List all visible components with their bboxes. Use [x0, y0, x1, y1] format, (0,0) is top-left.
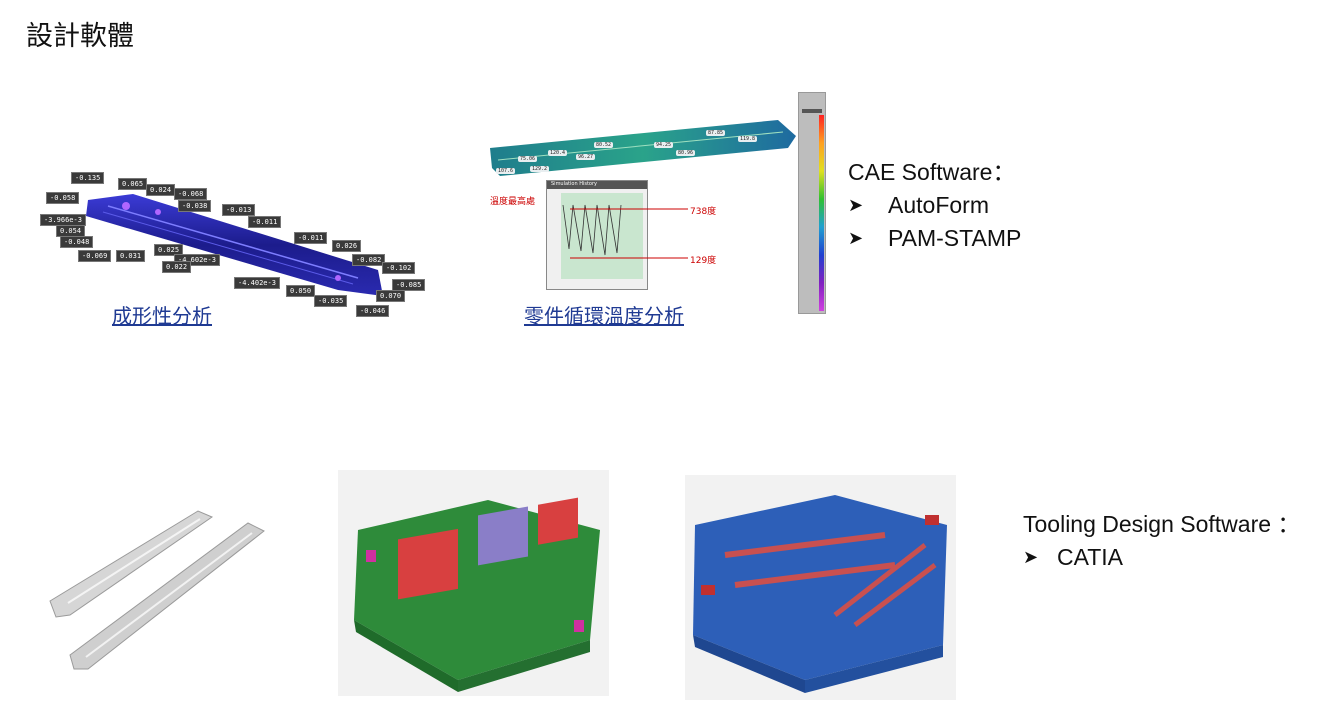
measure-label: -0.013: [222, 204, 256, 216]
panel-titlebar: Simulation History: [547, 181, 647, 189]
green-die-image: [338, 470, 609, 696]
measure-label: -0.058: [46, 192, 80, 204]
tooling-heading: Tooling Design Software ：: [1023, 511, 1301, 537]
measure-label: 0.026: [332, 240, 362, 252]
measure-label: -0.082: [352, 254, 386, 266]
measure-label: -0.046: [356, 305, 390, 317]
measure-label: 0.024: [146, 184, 176, 196]
blue-die-image: [685, 475, 956, 700]
measure-label: 0.022: [162, 261, 192, 273]
stamped-parts-image: [40, 505, 275, 680]
measure-label: 0.025: [154, 244, 184, 256]
list-item: ➤CATIA: [1023, 541, 1300, 574]
thermal-analysis-caption[interactable]: 零件循環溫度分析: [524, 304, 684, 328]
cae-heading: CAE Software：: [848, 159, 1016, 185]
measure-label: 0.050: [286, 285, 316, 297]
simulation-history-chart: [561, 193, 643, 279]
measure-label: 0.031: [116, 250, 146, 262]
measure-label: -0.102: [382, 262, 416, 274]
measure-label: -0.135: [71, 172, 105, 184]
measure-label: 0.070: [376, 290, 406, 302]
simulation-history-panel: Simulation History: [546, 180, 648, 290]
measure-label: 0.065: [118, 178, 148, 190]
measure-label: -0.068: [174, 188, 208, 200]
temp-markers: [570, 208, 688, 259]
arrow-bullet-icon: ➤: [848, 228, 864, 248]
measure-label: -0.035: [314, 295, 348, 307]
low-temp-label: 129度: [690, 256, 717, 266]
measure-label: -4.402e-3: [234, 277, 280, 289]
panel-title: Simulation History: [551, 181, 598, 187]
arrow-bullet-icon: ➤: [1023, 547, 1039, 567]
high-temp-label: 738度: [690, 207, 717, 217]
forming-analysis-caption[interactable]: 成形性分析: [112, 304, 212, 328]
forming-part-image: [86, 194, 383, 296]
page-title: 設計軟體: [26, 21, 134, 52]
measure-label: -0.011: [294, 232, 328, 244]
max-temp-note: 溫度最高處: [490, 197, 536, 207]
arrow-bullet-icon: ➤: [848, 195, 864, 215]
list-item: ➤AutoForm: [848, 189, 1021, 222]
measure-label: -0.085: [392, 279, 426, 291]
thermal-analysis-figure: 75.06 120.4 96.27 80.52 94.25 87.85 119.…: [488, 118, 798, 293]
measure-label: -0.011: [248, 216, 282, 228]
forming-analysis-figure: -0.135 0.065 0.024 -0.068 -0.058 -0.038 …: [38, 168, 428, 318]
measure-label: -0.048: [60, 236, 94, 248]
measure-label: -0.038: [178, 200, 212, 212]
list-item: ➤PAM-STAMP: [848, 222, 1021, 255]
cae-software-block: CAE Software： ➤AutoForm ➤PAM-STAMP: [848, 156, 1021, 255]
tooling-software-block: Tooling Design Software ： ➤CATIA: [1023, 508, 1300, 574]
measure-label: -0.069: [78, 250, 112, 262]
temperature-scale-bar: [798, 92, 826, 314]
